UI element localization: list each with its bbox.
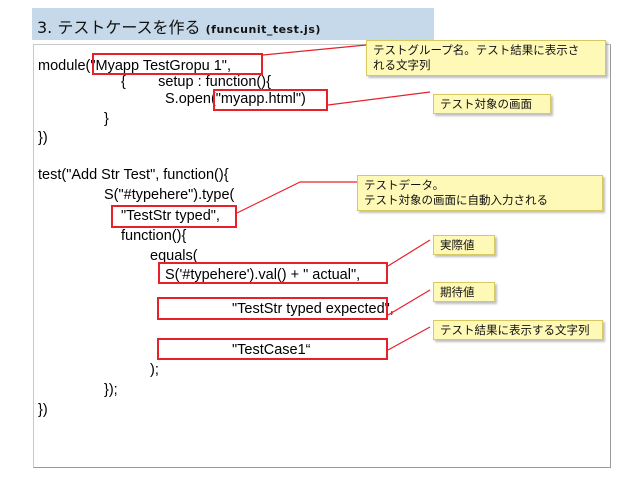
callout-group-name: テストグループ名。テスト結果に表示さ れる文字列 xyxy=(366,40,606,76)
callout-actual: 実際値 xyxy=(433,235,495,255)
code-line-1: module("Myapp TestGropu 1", xyxy=(38,58,231,74)
callout-test-data: テストデータ。 テスト対象の画面に自動入力される xyxy=(357,175,603,211)
highlight-group-name xyxy=(92,53,263,75)
code-line-6: test("Add Str Test", function(){ xyxy=(38,167,229,183)
connector-expected xyxy=(387,289,431,316)
connector-test-data-a xyxy=(236,181,301,214)
connector-result-string xyxy=(387,326,431,351)
code-line-8: "TestStr typed", xyxy=(121,208,220,224)
code-line-10: equals( xyxy=(150,248,198,264)
title-bar xyxy=(32,8,434,40)
callout-expected: 期待値 xyxy=(433,282,495,302)
connector-target-screen xyxy=(327,91,431,106)
code-line-9: function(){ xyxy=(121,228,187,244)
connector-group-name xyxy=(262,44,367,56)
connector-actual xyxy=(387,239,431,267)
slide-title: 3. テストケースを作る (funcunit_test.js) xyxy=(37,14,321,38)
code-line-4: } xyxy=(104,111,109,127)
code-line-16: }) xyxy=(38,402,48,418)
callout-target-screen: テスト対象の画面 xyxy=(433,94,551,114)
code-line-3: S.open("myapp.html") xyxy=(165,91,306,107)
highlight-result-string xyxy=(157,338,388,360)
code-line-2: { setup : function(){ xyxy=(121,74,271,90)
callout-result-string: テスト結果に表示する文字列 xyxy=(433,320,603,340)
highlight-test-data xyxy=(111,205,237,228)
highlight-expected xyxy=(157,297,388,320)
title-main: 3. テストケースを作る xyxy=(37,18,201,37)
highlight-target-screen xyxy=(213,89,328,111)
title-sub: (funcunit_test.js) xyxy=(205,23,321,36)
code-line-14: ); xyxy=(150,362,159,378)
code-line-12: "TestStr typed expected", xyxy=(232,301,394,317)
code-line-13: "TestCase1“ xyxy=(232,342,311,358)
code-line-5: }) xyxy=(38,130,48,146)
highlight-actual xyxy=(158,262,388,284)
code-box xyxy=(33,44,611,468)
code-line-15: }); xyxy=(104,382,118,398)
code-line-11: S('#typehere').val() + " actual", xyxy=(165,267,361,283)
code-line-7: S("#typehere").type( xyxy=(104,187,235,203)
